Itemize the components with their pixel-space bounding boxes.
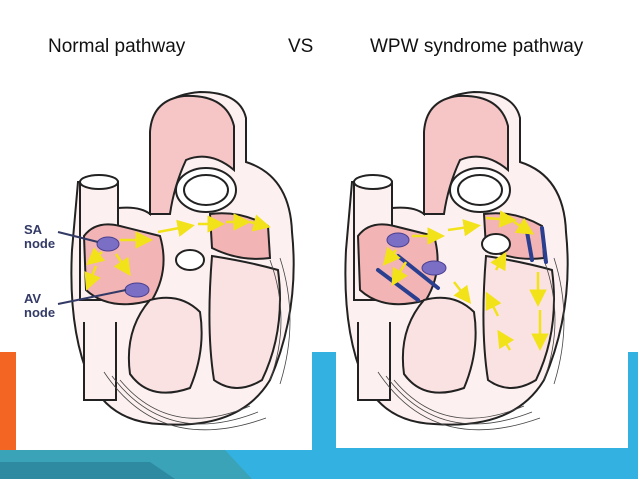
impulse-arrows-right <box>382 210 549 351</box>
bottom-dark-band <box>0 462 175 479</box>
sa-node-label: SA node <box>24 223 55 251</box>
wpw-pathway-title: WPW syndrome pathway <box>370 36 584 57</box>
impulse-arrows-left <box>84 213 271 291</box>
sa-label-line1: SA <box>24 222 43 237</box>
inferior-vena-cava-right <box>357 322 391 401</box>
orange-accent-bar <box>0 352 16 450</box>
sa-leader-line <box>57 231 99 243</box>
accessory-pathway-4 <box>540 226 548 264</box>
inferior-vena-cava <box>83 322 117 401</box>
heart-outline-right <box>344 90 569 426</box>
sa-label-line2: node <box>24 236 56 251</box>
right-ventricle <box>127 296 203 394</box>
versus-label: VS <box>288 36 314 57</box>
right-ventricle-right <box>401 296 477 394</box>
accessory-pathway-2 <box>396 254 440 290</box>
left-ventricle <box>208 254 281 389</box>
sa-node-right <box>386 232 410 248</box>
myocardium-hatch-left <box>103 257 291 431</box>
mitral-valve-right <box>481 233 511 255</box>
av-node-label: AV node <box>24 292 55 320</box>
av-node-right <box>421 260 447 276</box>
av-label-line2: node <box>24 305 56 320</box>
aorta <box>149 94 235 215</box>
mitral-valve-left <box>175 249 205 271</box>
left-ventricle-right <box>482 254 555 389</box>
av-label-line1: AV <box>24 291 42 306</box>
myocardium-hatch-right <box>377 257 565 431</box>
normal-pathway-title: Normal pathway <box>48 36 186 57</box>
av-leader-line <box>57 289 127 305</box>
aorta-right <box>423 94 509 215</box>
